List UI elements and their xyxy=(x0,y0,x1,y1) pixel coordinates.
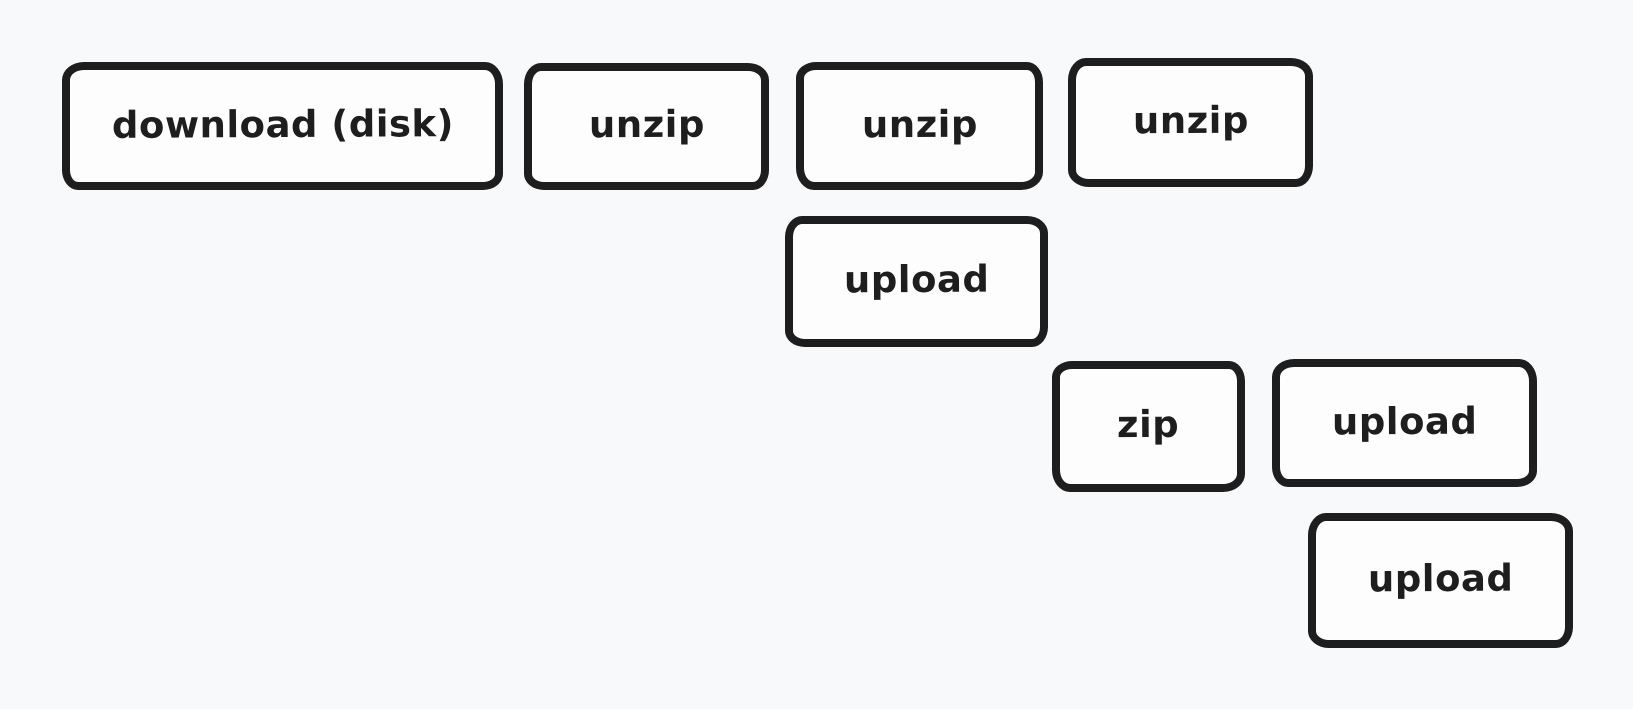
task-box-upload-1[interactable]: upload xyxy=(785,216,1048,347)
task-label: unzip xyxy=(588,102,705,147)
task-label: upload xyxy=(1331,399,1478,443)
task-box-upload-3[interactable]: upload xyxy=(1308,513,1573,648)
task-box-unzip-1[interactable]: unzip xyxy=(524,63,769,190)
task-box-unzip-2[interactable]: unzip xyxy=(796,62,1043,190)
task-label: download (disk) xyxy=(111,101,454,147)
task-box-unzip-3[interactable]: unzip xyxy=(1068,58,1313,187)
task-label: zip xyxy=(1117,402,1180,447)
task-label: upload xyxy=(1367,556,1514,601)
task-box-upload-2[interactable]: upload xyxy=(1272,359,1537,487)
task-box-zip[interactable]: zip xyxy=(1052,361,1245,492)
task-label: upload xyxy=(843,257,990,302)
task-label: unzip xyxy=(861,102,978,146)
task-box-download-disk[interactable]: download (disk) xyxy=(62,62,503,190)
task-label: unzip xyxy=(1132,98,1249,143)
